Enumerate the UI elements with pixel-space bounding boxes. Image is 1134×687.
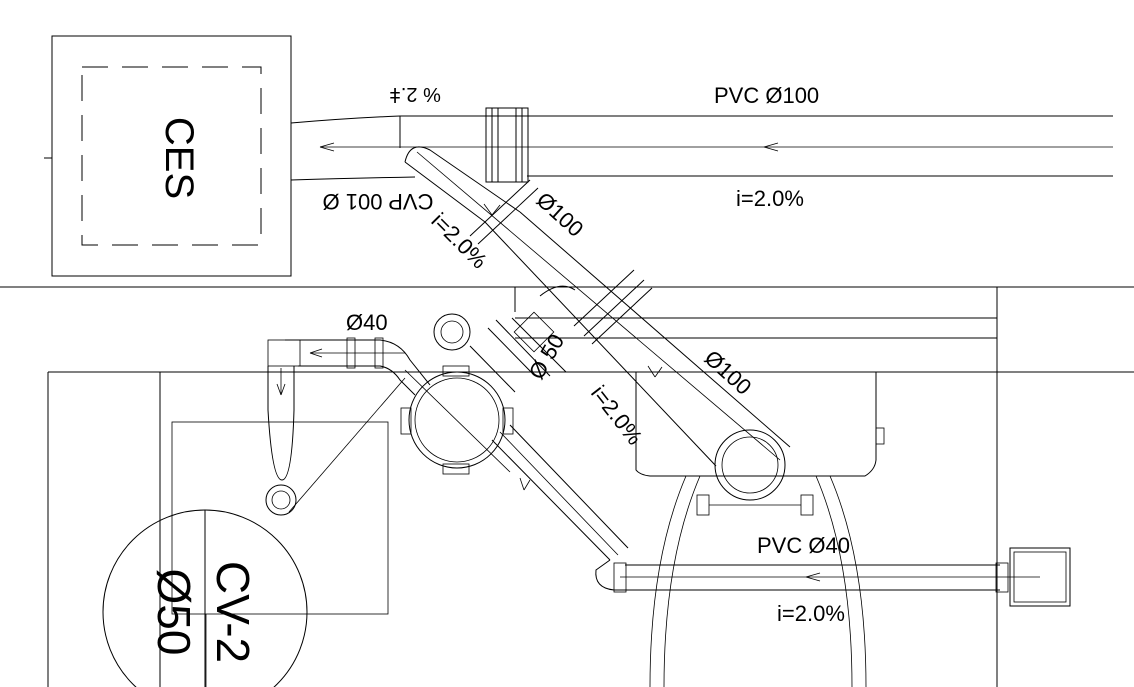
pvc-40-label: PVC Ø40: [757, 533, 850, 558]
lower-pipe-40: [491, 424, 1071, 607]
main-pipe-100: [290, 107, 1113, 183]
cv2-marker: [102, 509, 308, 687]
diam-40-top: Ø40: [346, 310, 388, 335]
slope-top-reversed: % 2.ǂ: [389, 83, 441, 105]
slope-top-label: i=2.0%: [736, 186, 804, 211]
diagonal-pipe-100: [404, 146, 791, 501]
ces-box: [44, 35, 292, 277]
pvc-100-label: PVC Ø100: [714, 83, 819, 108]
wall-lines: [0, 286, 1134, 687]
cv2-label: CV-2: [207, 561, 259, 663]
drain-body: [400, 311, 567, 475]
branch-pipe-40: [265, 337, 431, 516]
slope-diag-mid: i=2.0%: [586, 381, 647, 450]
slope-diag-upper: i=2.0%: [426, 208, 492, 274]
slope-bottom-label: i=2.0%: [777, 601, 845, 626]
cvp-100-reversed: CVP 001 Ø: [323, 189, 434, 214]
diam-100-upper: Ø100: [532, 187, 589, 242]
ces-label: CES: [157, 117, 201, 199]
fixture-outline: [635, 372, 885, 687]
cv2-diameter: Ø50: [148, 569, 200, 656]
